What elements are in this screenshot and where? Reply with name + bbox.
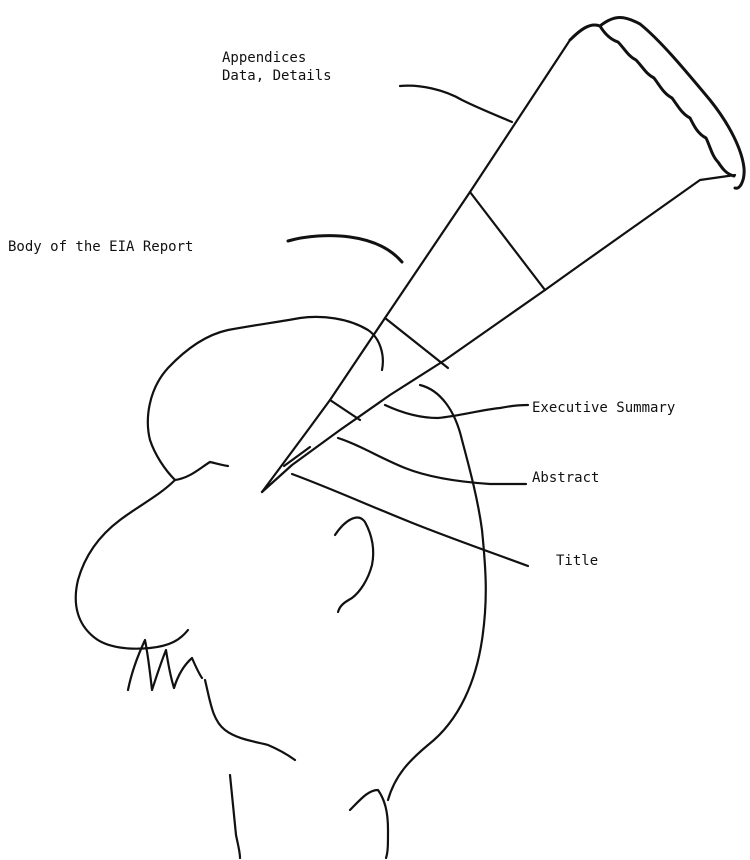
title-label: Title	[556, 552, 598, 570]
body-label: Body of the EIA Report	[8, 238, 193, 256]
executive-summary-label: Executive Summary	[532, 399, 675, 417]
divider-body-appendices	[470, 192, 545, 290]
neck-outline	[230, 775, 240, 858]
collar-outline	[350, 790, 388, 858]
person-profile-drawing	[76, 317, 486, 858]
face-nose-outline	[76, 480, 188, 649]
mustache-outline	[128, 640, 202, 690]
chin-outline	[205, 680, 295, 760]
appendices-label-line2: Data, Details	[222, 67, 332, 85]
divider-exec-body	[385, 318, 448, 368]
leader-title	[292, 474, 528, 566]
appendices-label: Appendices Data, Details	[222, 49, 332, 85]
appendices-label-line1: Appendices	[222, 49, 332, 67]
leader-executive-summary	[385, 405, 528, 418]
ear-outline	[335, 518, 373, 612]
back-of-head-outline	[388, 385, 486, 800]
head-hair-outline	[148, 317, 383, 440]
leader-appendices	[400, 86, 512, 122]
report-cone	[262, 18, 744, 493]
leader-body	[288, 236, 402, 262]
cone-left-edge	[262, 40, 570, 492]
brow-outline	[150, 440, 228, 480]
leader-abstract	[338, 438, 526, 484]
abstract-label: Abstract	[532, 469, 599, 487]
cone-rim-outer	[600, 18, 744, 189]
cone-right-edge	[262, 175, 735, 492]
divider-abstract-exec	[330, 400, 360, 420]
